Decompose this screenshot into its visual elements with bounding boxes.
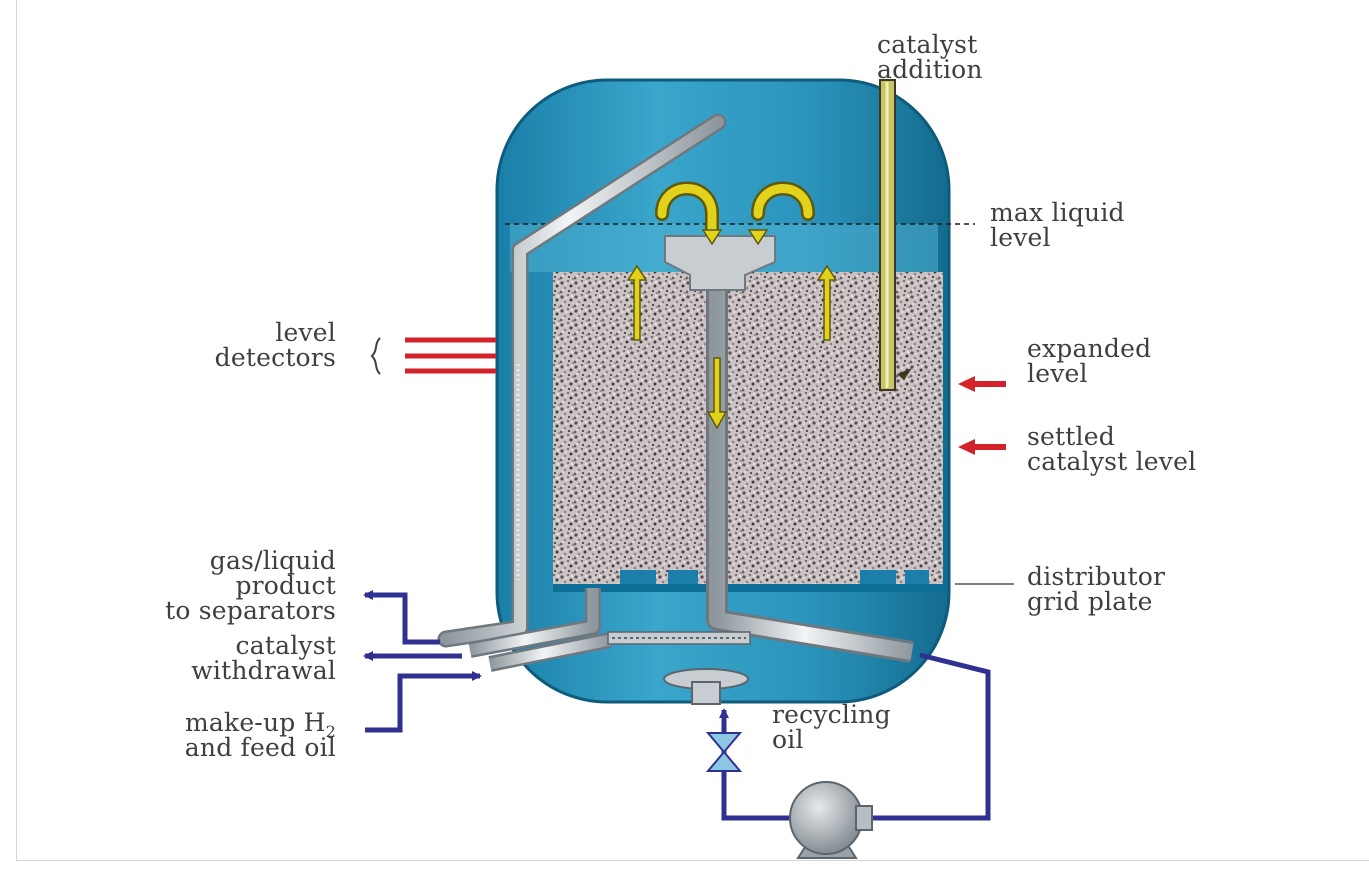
- label-gas-liquid-product: gas/liquid product to separators: [80, 548, 336, 623]
- label-settled-catalyst-level: settled catalyst level: [1027, 424, 1196, 474]
- label-max-liquid-level: max liquid level: [990, 200, 1125, 250]
- label-recycling-oil: recycling oil: [772, 702, 891, 752]
- label-feed-oil: and feed oil: [60, 735, 336, 760]
- level-indicator-arrows: [958, 376, 1006, 455]
- label-level-detectors: level detectors: [150, 320, 336, 370]
- recycle-pump: [790, 782, 872, 858]
- level-brace: [372, 338, 380, 374]
- level-detector-markers: [405, 340, 496, 371]
- label-expanded-level: expanded level: [1027, 336, 1151, 386]
- recycle-valve: [708, 733, 740, 771]
- label-distributor-grid-plate: distributor grid plate: [1027, 564, 1165, 614]
- distributor-grid-plate: [553, 584, 943, 592]
- label-catalyst-addition: catalyst addition: [877, 32, 983, 82]
- label-catalyst-withdrawal: catalyst withdrawal: [100, 633, 336, 683]
